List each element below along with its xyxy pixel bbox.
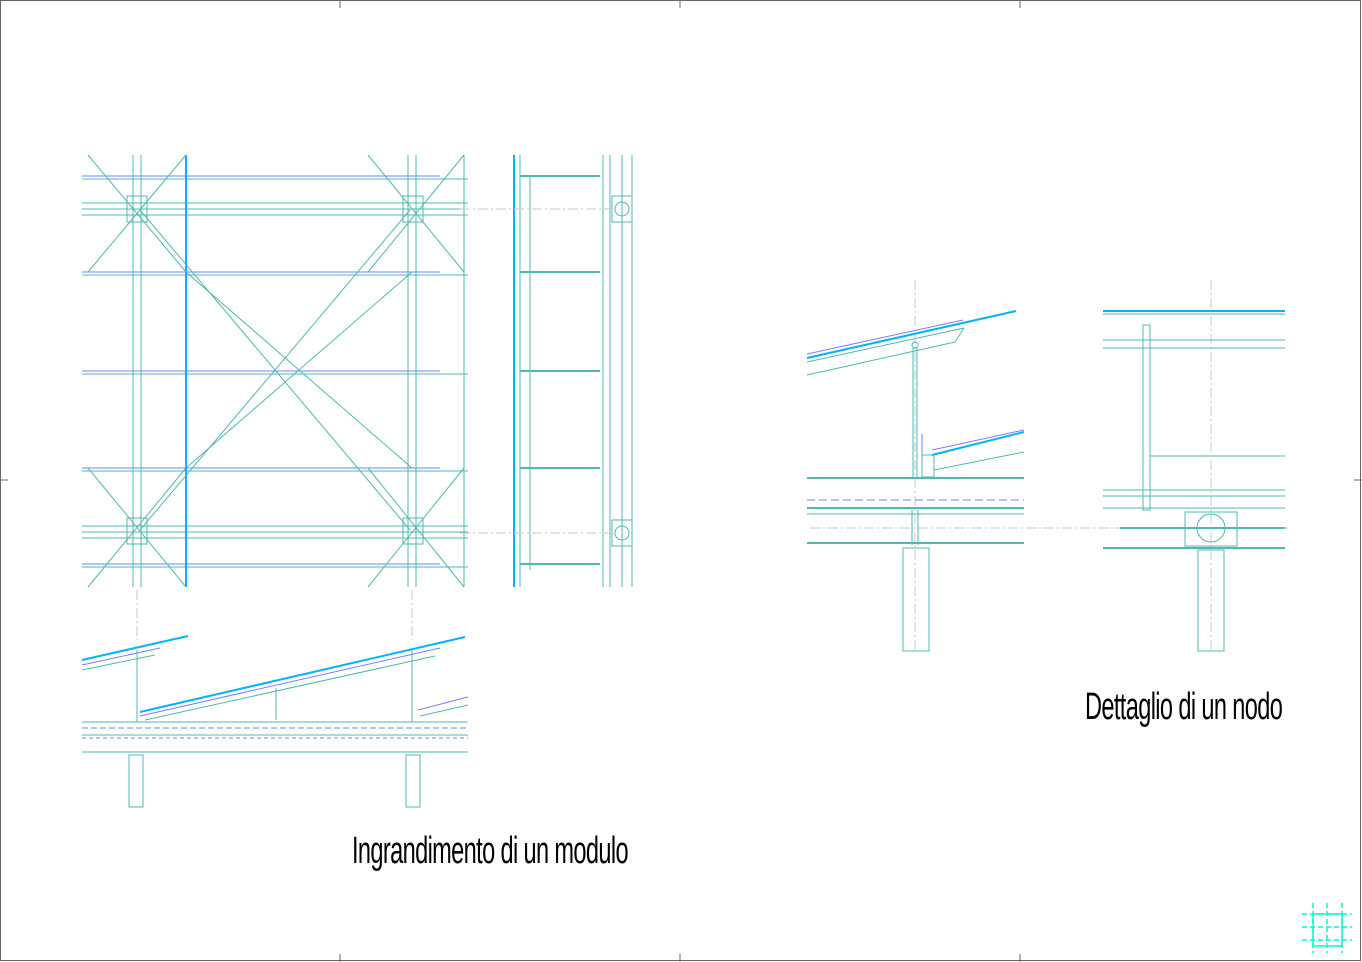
module-side-view — [513, 155, 633, 587]
caption-node-detail: Dettaglio di un nodo — [1085, 686, 1283, 728]
node-detail-side — [1103, 310, 1285, 652]
module-section-view — [81, 635, 469, 808]
module-plan-view — [82, 154, 468, 588]
studio-logo — [1302, 903, 1352, 953]
caption-module-enlargement: Ingrandimento di un modulo — [352, 830, 629, 872]
node-detail-section — [806, 310, 1025, 652]
